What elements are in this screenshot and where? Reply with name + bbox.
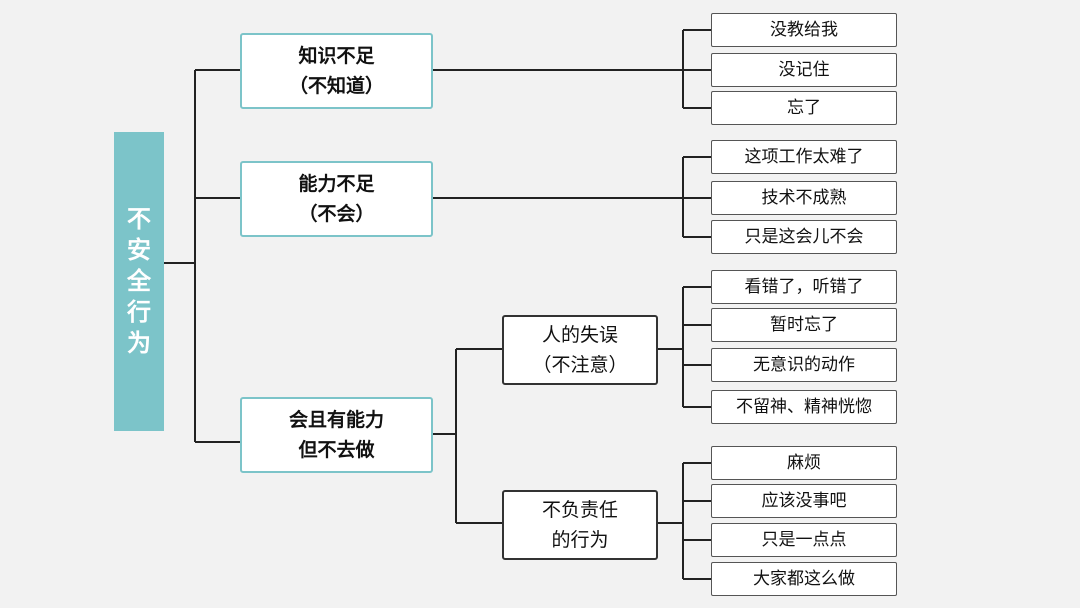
category-unwilling: 会且有能力 但不去做 <box>240 397 433 473</box>
leaf-item: 无意识的动作 <box>711 348 897 382</box>
leaf-label: 没记住 <box>778 60 830 80</box>
leaf-item: 忘了 <box>711 91 897 125</box>
category-sublabel: 但不去做 <box>298 439 375 461</box>
leaf-label: 忘了 <box>787 98 821 118</box>
leaf-item: 只是这会儿不会 <box>711 220 897 254</box>
leaf-item: 只是一点点 <box>711 523 897 557</box>
leaf-label: 这项工作太难了 <box>744 147 864 167</box>
leaf-label: 不留神、精神恍惚 <box>736 397 872 417</box>
subcategory-irresponsible: 不负责任 的行为 <box>502 490 658 560</box>
leaf-label: 麻烦 <box>787 453 821 473</box>
category-sublabel: （不知道） <box>288 75 384 97</box>
leaf-label: 无意识的动作 <box>753 355 855 375</box>
subcategory-label: 人的失误 <box>541 324 618 346</box>
leaf-item: 不留神、精神恍惚 <box>711 390 897 424</box>
leaf-label: 只是这会儿不会 <box>744 227 864 247</box>
root-node: 不安全行为 <box>114 132 164 431</box>
leaf-label: 大家都这么做 <box>753 569 855 589</box>
leaf-label: 看错了，听错了 <box>744 277 864 297</box>
root-label: 不安全行为 <box>127 205 151 357</box>
subcategory-sublabel: 的行为 <box>551 529 609 551</box>
leaf-item: 技术不成熟 <box>711 181 897 215</box>
leaf-label: 技术不成熟 <box>761 188 847 208</box>
leaf-label: 暂时忘了 <box>770 315 838 335</box>
category-knowledge: 知识不足 （不知道） <box>240 33 433 109</box>
leaf-item: 大家都这么做 <box>711 562 897 596</box>
category-sublabel: （不会） <box>298 203 375 225</box>
subcategory-label: 不负责任 <box>541 499 618 521</box>
leaf-label: 应该没事吧 <box>761 491 847 511</box>
leaf-item: 暂时忘了 <box>711 308 897 342</box>
leaf-label: 没教给我 <box>770 20 838 40</box>
leaf-item: 没教给我 <box>711 13 897 47</box>
category-label: 能力不足 <box>298 173 375 195</box>
leaf-item: 这项工作太难了 <box>711 140 897 174</box>
leaf-item: 看错了，听错了 <box>711 270 897 304</box>
category-label: 会且有能力 <box>288 409 384 431</box>
leaf-item: 没记住 <box>711 53 897 87</box>
category-label: 知识不足 <box>298 45 375 67</box>
subcategory-sublabel: （不注意） <box>532 354 628 376</box>
subcategory-human-error: 人的失误 （不注意） <box>502 315 658 385</box>
leaf-label: 只是一点点 <box>761 530 847 550</box>
category-ability: 能力不足 （不会） <box>240 161 433 237</box>
leaf-item: 麻烦 <box>711 446 897 480</box>
leaf-item: 应该没事吧 <box>711 484 897 518</box>
